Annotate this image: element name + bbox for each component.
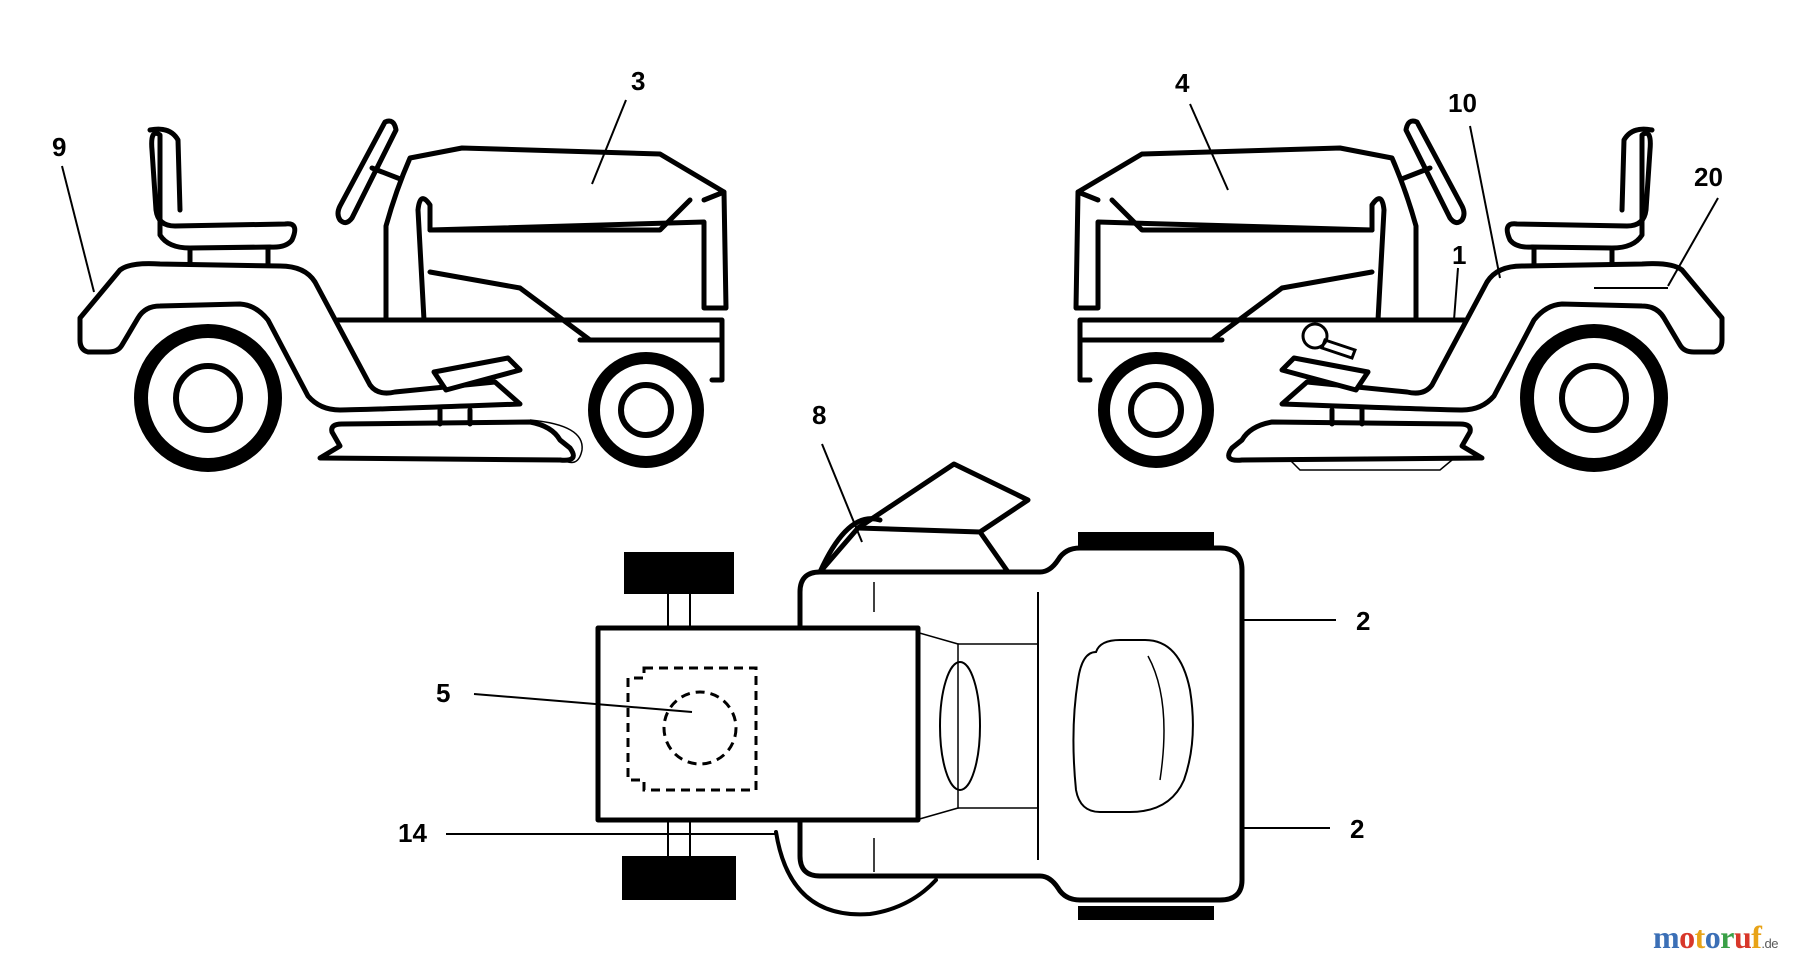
mower-deck-left bbox=[317, 419, 576, 463]
engine-outline bbox=[626, 666, 758, 792]
rear-fender-left bbox=[77, 261, 523, 413]
watermark-logo: motoruf.de bbox=[1652, 919, 1779, 955]
mower-deck-right bbox=[1226, 419, 1485, 463]
tractor-right-view bbox=[1073, 118, 1725, 472]
rear-tire-top-2 bbox=[1078, 906, 1214, 920]
callout-1: 1 bbox=[1452, 240, 1466, 270]
front-tire-top-2 bbox=[622, 856, 736, 900]
tractor-left-view bbox=[77, 118, 729, 472]
callout-10: 10 bbox=[1448, 88, 1477, 118]
seat-right bbox=[1504, 130, 1653, 251]
callout-2-lower: 2 bbox=[1350, 814, 1364, 844]
callout-14: 14 bbox=[398, 818, 427, 848]
callout-2-upper: 2 bbox=[1356, 606, 1370, 636]
rear-fender-right bbox=[1279, 261, 1725, 413]
callout-labels: 9 3 4 10 20 1 8 2 2 5 14 bbox=[52, 66, 1723, 848]
tractor-top-view bbox=[595, 461, 1245, 920]
rear-tire-top-1 bbox=[1078, 532, 1214, 546]
leader-lines bbox=[61, 99, 1719, 835]
callout-3: 3 bbox=[631, 66, 645, 96]
hood-left bbox=[383, 145, 729, 323]
callout-5: 5 bbox=[436, 678, 450, 708]
callout-4: 4 bbox=[1175, 68, 1190, 98]
callout-8: 8 bbox=[812, 400, 826, 430]
frame-right bbox=[1077, 269, 1467, 383]
frame-left bbox=[335, 269, 725, 383]
callout-9: 9 bbox=[52, 132, 66, 162]
seat-left bbox=[149, 130, 298, 251]
hood-right bbox=[1073, 145, 1419, 323]
hood-top bbox=[595, 625, 921, 823]
callout-20: 20 bbox=[1694, 162, 1723, 192]
front-tire-top-1 bbox=[624, 552, 734, 594]
seat-top bbox=[1072, 639, 1194, 813]
steering-wheel-left bbox=[335, 118, 399, 226]
steering-wheel-right bbox=[1403, 118, 1467, 226]
